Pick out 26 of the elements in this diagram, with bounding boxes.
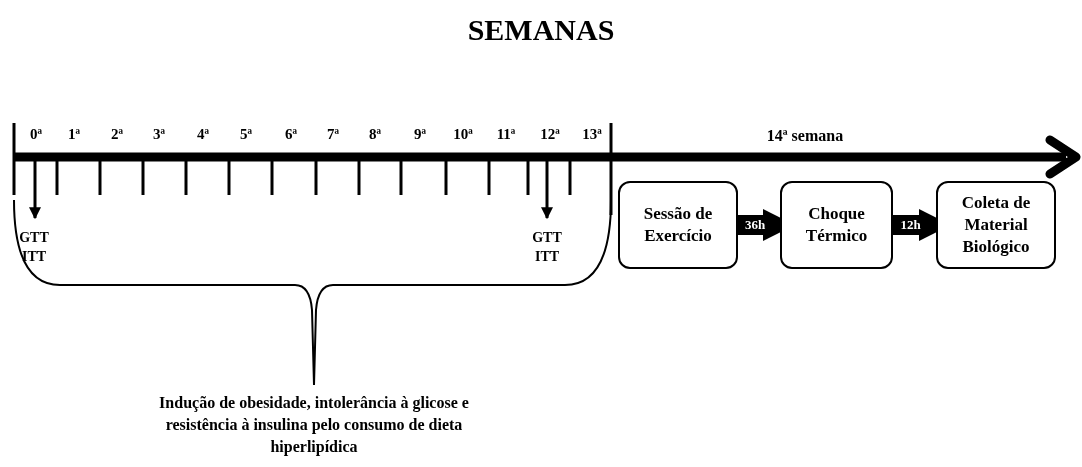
week-label: 3ª <box>152 125 166 143</box>
week-label: 7ª <box>326 125 340 143</box>
test-label: GTT ITT <box>523 226 571 268</box>
arrow <box>29 160 41 220</box>
week-label: 2ª <box>110 125 124 143</box>
week-label: 5ª <box>239 125 253 143</box>
arrow <box>541 160 553 220</box>
week-label: 4ª <box>196 125 210 143</box>
week-label: 8ª <box>368 125 382 143</box>
brace-caption: Indução de obesidade, intolerância à glicose e resistência à insulina pelo consumo de dieta hiperlipídica <box>158 393 470 458</box>
test-label: GTT ITT <box>10 226 58 268</box>
process-box: Coleta de Material Biológico <box>936 181 1056 269</box>
week-label: 0ª <box>29 125 43 143</box>
week-label: 12ª <box>539 125 561 143</box>
week-label: 1ª <box>67 125 81 143</box>
week-label: 13ª <box>581 125 603 143</box>
title: SEMANAS <box>466 12 616 48</box>
week-label: 6ª <box>284 125 298 143</box>
process-box: Choque Térmico <box>780 181 893 269</box>
edge-label: 36h <box>743 217 767 233</box>
week-label: 10ª <box>452 125 474 143</box>
process-box: Sessão de Exercício <box>618 181 738 269</box>
edge-label: 12h <box>899 217 922 233</box>
week-label: 14ª semana <box>765 126 845 145</box>
week-label: 11ª <box>495 125 517 143</box>
week-label: 9ª <box>413 125 427 143</box>
